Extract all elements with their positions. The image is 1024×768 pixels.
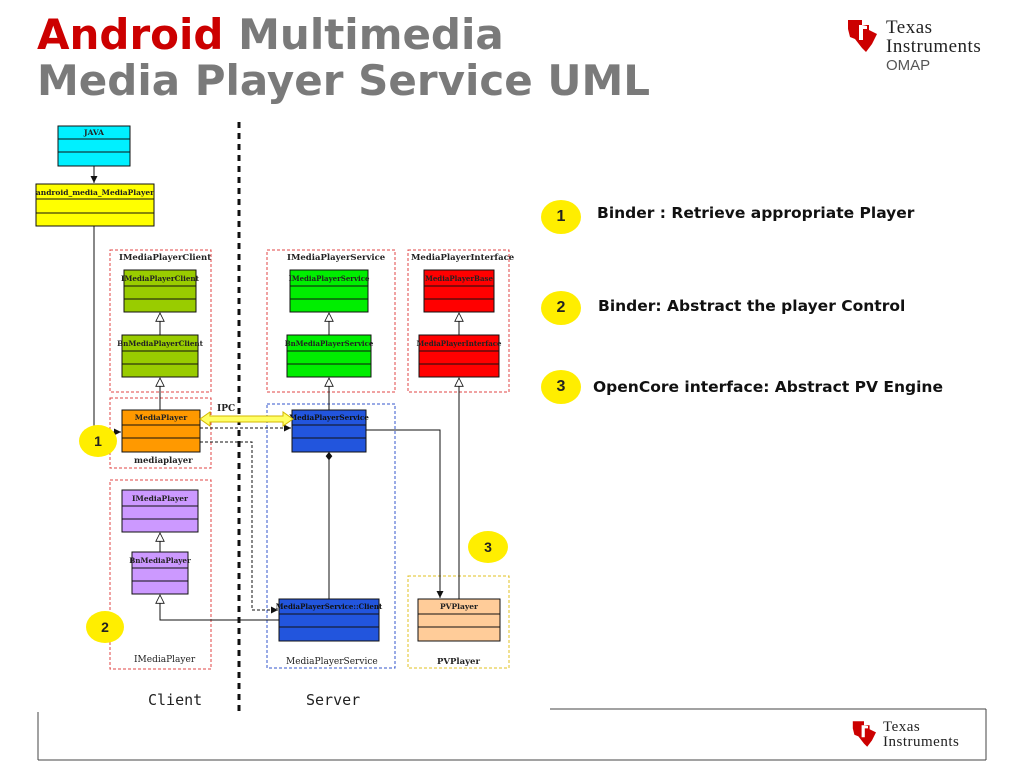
callout-text-2: Binder: Abstract the player Control: [598, 297, 906, 315]
class-bnmediaplayer: BnMediaPlayer: [129, 551, 191, 595]
callout-badge-1: 1: [541, 200, 581, 234]
package-label-mediaplayer: mediaplayer: [134, 456, 193, 466]
ti-logo-icon: [848, 718, 880, 755]
diagram-badge-2: 2: [86, 611, 124, 643]
ti-logo-omap: OMAP: [886, 57, 931, 74]
package-frames: IMediaPlayerClient mediaplayer IMediaPla…: [109, 249, 515, 670]
class-label-bn-client: BnMediaPlayerClient: [117, 339, 204, 348]
class-mp-interface: MediaPlayerInterface: [417, 334, 503, 378]
package-label-mp-service: MediaPlayerService: [286, 657, 378, 667]
callout-2: 2 Binder: Abstract the player Control: [541, 291, 905, 325]
callout-badge-3: 3: [541, 370, 581, 404]
svg-text:3: 3: [484, 539, 492, 555]
ti-logo-icon: [842, 16, 882, 61]
class-label-mp-client: MediaPlayerService::Client: [276, 602, 383, 611]
title-android: Android: [37, 10, 224, 59]
class-label-android-media: android_media_MediaPlayer: [36, 188, 155, 197]
diagram-badge-1: 1: [79, 425, 117, 457]
class-label-mp-service: MediaPlayerService: [289, 413, 369, 422]
ti-logo-bottom: Texas Instruments: [848, 718, 959, 755]
package-label-pvplayer: PVPlayer: [437, 657, 480, 667]
callout-badge-2: 2: [541, 291, 581, 325]
class-label-imp-service: IMediaPlayerService: [289, 274, 370, 283]
class-label-bn-service: BnMediaPlayerService: [285, 339, 374, 348]
class-label-pvplayer: PVPlayer: [440, 602, 479, 611]
callout-text-3: OpenCore interface: Abstract PV Engine: [593, 378, 943, 396]
ti-logo-bottom-instruments: Instruments: [883, 734, 960, 750]
ipc-label: IPC: [217, 404, 235, 414]
package-label-imediaplayer: IMediaPlayer: [134, 655, 196, 665]
ti-logo-instruments: Instruments: [886, 36, 982, 57]
class-mediaplayer: MediaPlayer: [121, 409, 201, 453]
inherit-client-bnmp: [160, 595, 279, 621]
ti-logo-top: Texas Instruments OMAP: [842, 16, 981, 73]
ti-logo-texas: Texas: [886, 17, 933, 38]
class-imp-client: IMediaPlayerClient: [121, 269, 200, 313]
class-label-java: JAVA: [83, 128, 104, 137]
svg-text:1: 1: [94, 433, 102, 449]
assoc-android-mediaplayer: [93, 226, 121, 436]
server-label: Server: [306, 691, 360, 709]
class-pvplayer: PVPlayer: [417, 598, 501, 642]
class-label-mediaplayer: MediaPlayer: [135, 413, 189, 422]
title-subtitle: Media Player Service UML: [37, 56, 651, 105]
class-mp-client: MediaPlayerService::Client: [276, 598, 383, 642]
class-bn-client: BnMediaPlayerClient: [117, 334, 204, 378]
class-label-imp-client: IMediaPlayerClient: [121, 274, 200, 283]
ti-logo-bottom-texas: Texas: [883, 719, 921, 735]
class-mp-service: MediaPlayerService: [289, 409, 369, 453]
callout-1: 1 Binder : Retrieve appropriate Player: [541, 200, 914, 234]
class-imediaplayer: IMediaPlayer: [121, 489, 199, 533]
svg-text:2: 2: [101, 619, 109, 635]
package-label-mp-interface: MediaPlayerInterface: [411, 253, 515, 263]
package-label-imp-client: IMediaPlayerClient: [119, 253, 211, 263]
package-imp-client: [109, 249, 212, 393]
class-label-bnmediaplayer: BnMediaPlayer: [129, 556, 191, 565]
ipc-arrow: IPC: [199, 404, 294, 427]
callout-text-1: Binder : Retrieve appropriate Player: [597, 204, 915, 222]
client-label: Client: [148, 691, 202, 709]
class-mp-base: MediaPlayerBase: [423, 269, 495, 313]
package-mp-service: [266, 403, 396, 669]
assoc-service-pvplayer: [366, 429, 444, 598]
package-mp-interface: [407, 249, 510, 393]
class-label-mp-interface: MediaPlayerInterface: [417, 339, 503, 348]
relationships: [90, 166, 459, 621]
package-imediaplayer: [109, 479, 212, 670]
callout-3: 3 OpenCore interface: Abstract PV Engine: [541, 370, 943, 404]
package-label-imp-service: IMediaPlayerService: [287, 253, 386, 263]
class-label-imediaplayer: IMediaPlayer: [132, 494, 189, 503]
title-multimedia: Multimedia: [223, 10, 504, 59]
page-title: Android Multimedia Media Player Service …: [37, 12, 650, 104]
class-imp-service: IMediaPlayerService: [289, 269, 370, 313]
class-bn-service: BnMediaPlayerService: [285, 334, 374, 378]
dep-mediaplayer-client: [200, 441, 278, 614]
class-java: JAVA: [57, 125, 131, 167]
diagram-badge-3: 3: [468, 531, 508, 563]
class-android-media: android_media_MediaPlayer: [35, 183, 155, 227]
class-label-mp-base: MediaPlayerBase: [425, 274, 493, 283]
